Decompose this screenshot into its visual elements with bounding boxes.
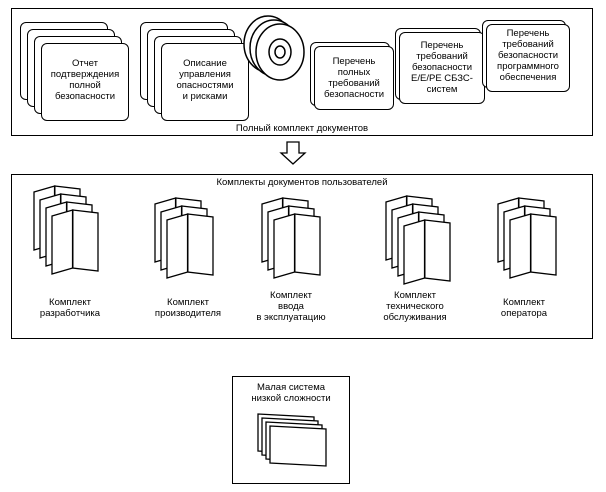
kit-label-maintenance: Комплект технического обслуживания [383,290,447,323]
document-stack-hazard-management: Описание управления опасностями и рискам… [140,22,255,122]
kit-label-developer: Комплект разработчика [39,297,101,319]
document-stack-safety-report: Отчет подтверждения полной безопасности [20,22,135,122]
document-label-eepe-requirements: Перечень требований безопасности Е/Е/РЕ … [411,40,473,95]
document-stack-software-requirements: Перечень требований безопасности програм… [482,20,577,95]
kit-label-manufacturer: Комплект производителя [154,297,222,319]
document-label-safety-report: Отчет подтверждения полной безопасности [50,58,120,102]
kit-label-commissioning: Комплект ввода в эксплуатацию [256,290,326,323]
document-label-hazard-management: Описание управления опасностями и рискам… [176,58,234,102]
document-label-software-requirements: Перечень требований безопасности програм… [497,28,559,83]
document-stack-eepe-requirements: Перечень требований безопасности Е/Е/РЕ … [395,28,490,108]
document-stack-full-requirements: Перечень полных требований безопасности [310,42,400,112]
document-label-full-requirements: Перечень полных требований безопасности [323,56,385,100]
user-document-kits-caption: Комплекты документов пользователей [216,177,388,188]
full-document-set-caption: Полный комплект документов [235,123,369,134]
kit-label-operator: Комплект оператора [500,297,548,319]
small-system-label: Малая система низкой сложности [251,382,331,404]
